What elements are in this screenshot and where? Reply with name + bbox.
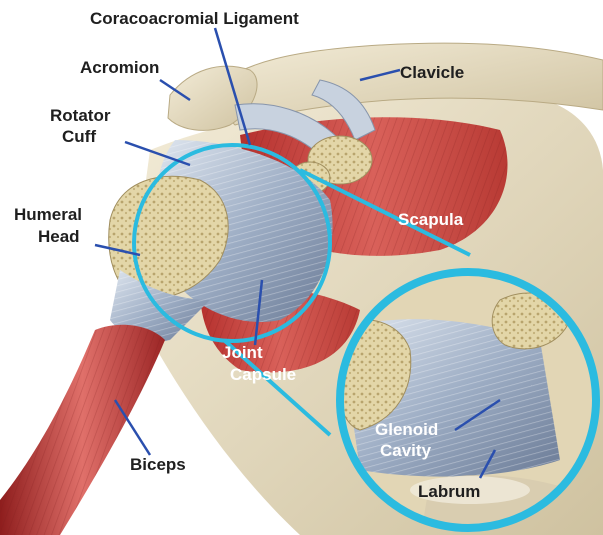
label-scapula: Scapula [398,210,464,229]
label-joint-capsule-line2: Capsule [230,365,296,384]
label-humeral-head-line2: Head [38,227,80,246]
label-labrum: Labrum [418,482,480,501]
label-acromion: Acromion [80,58,159,77]
label-joint-capsule-line1: Joint [222,343,263,362]
label-rotator-cuff-line1: Rotator [50,106,111,125]
label-humeral-head-line1: Humeral [14,205,82,224]
label-biceps: Biceps [130,455,186,474]
label-glenoid-cavity-line1: Glenoid [375,420,438,439]
label-glenoid-cavity-line2: Cavity [380,441,432,460]
label-rotator-cuff-line2: Cuff [62,127,96,146]
label-coracoacromial-ligament: Coracoacromial Ligament [90,9,299,28]
label-clavicle: Clavicle [400,63,464,82]
